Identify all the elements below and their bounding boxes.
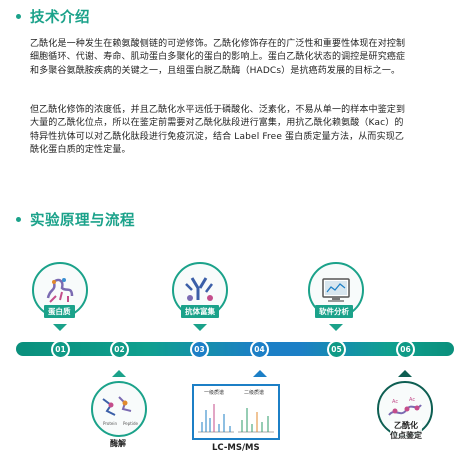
step-01-label: 蛋白质 [44, 305, 75, 318]
digestion-illustration: Protein Peptide [91, 381, 147, 437]
arrow-up-icon [112, 370, 126, 377]
ms1-caption: 一级质谱 [204, 390, 225, 396]
antibody-icon [185, 277, 213, 301]
section-title: 实验原理与流程 [30, 213, 135, 229]
step-marker-02: 02 [110, 340, 129, 359]
step-05-label: 软件分析 [315, 305, 353, 318]
step-marker-06: 06 [396, 340, 415, 359]
process-timeline-bar [16, 342, 454, 356]
svg-text:Peptide: Peptide [123, 421, 138, 426]
bullet-dot [16, 14, 21, 19]
svg-text:Ac: Ac [409, 397, 415, 403]
intro-paragraph-2: 但乙酰化修饰的浓度低，并且乙酰化水平远低于磷酸化、泛素化，不易从单一的样本中鉴定… [30, 105, 406, 155]
acetylation-site-icon: Ac Ac [388, 397, 422, 416]
svg-text:Ac: Ac [392, 399, 398, 405]
arrow-down-icon [193, 324, 207, 331]
intro-paragraph-1: 乙酰化是一种发生在赖氨酸侧链的可逆修饰。乙酰化修饰存在的广泛性和重要性体现在对控… [30, 39, 406, 76]
step-marker-03: 03 [190, 340, 209, 359]
ms2-caption: 二级质谱 [244, 390, 265, 396]
protein-icon [46, 278, 74, 303]
arrow-down-icon [329, 324, 343, 331]
enzyme-digestion-icon: Protein Peptide [102, 396, 138, 426]
step-marker-04: 04 [250, 340, 269, 359]
lc-ms-ms-illustration: 一级质谱 二级质谱 [192, 384, 280, 440]
bullet-dot [16, 217, 21, 222]
step-06-label: 乙酰化 位点鉴定 [390, 421, 422, 441]
arrow-down-icon [53, 324, 67, 331]
mass-spectrum-icon [198, 404, 274, 433]
step-03-label: 抗体富集 [181, 305, 219, 318]
svg-text:Protein: Protein [103, 421, 117, 426]
computer-monitor-icon [322, 278, 350, 302]
step-04-label: LC-MS/MS [212, 443, 260, 453]
step-marker-05: 05 [327, 340, 346, 359]
arrow-up-icon [253, 370, 267, 377]
section-title: 技术介绍 [30, 10, 90, 26]
arrow-up-icon [398, 370, 412, 377]
section-heading-workflow: 实验原理与流程 [16, 209, 135, 230]
step-marker-01: 01 [51, 340, 70, 359]
step-02-label: 酶解 [110, 439, 126, 448]
section-heading-intro: 技术介绍 [16, 6, 90, 27]
